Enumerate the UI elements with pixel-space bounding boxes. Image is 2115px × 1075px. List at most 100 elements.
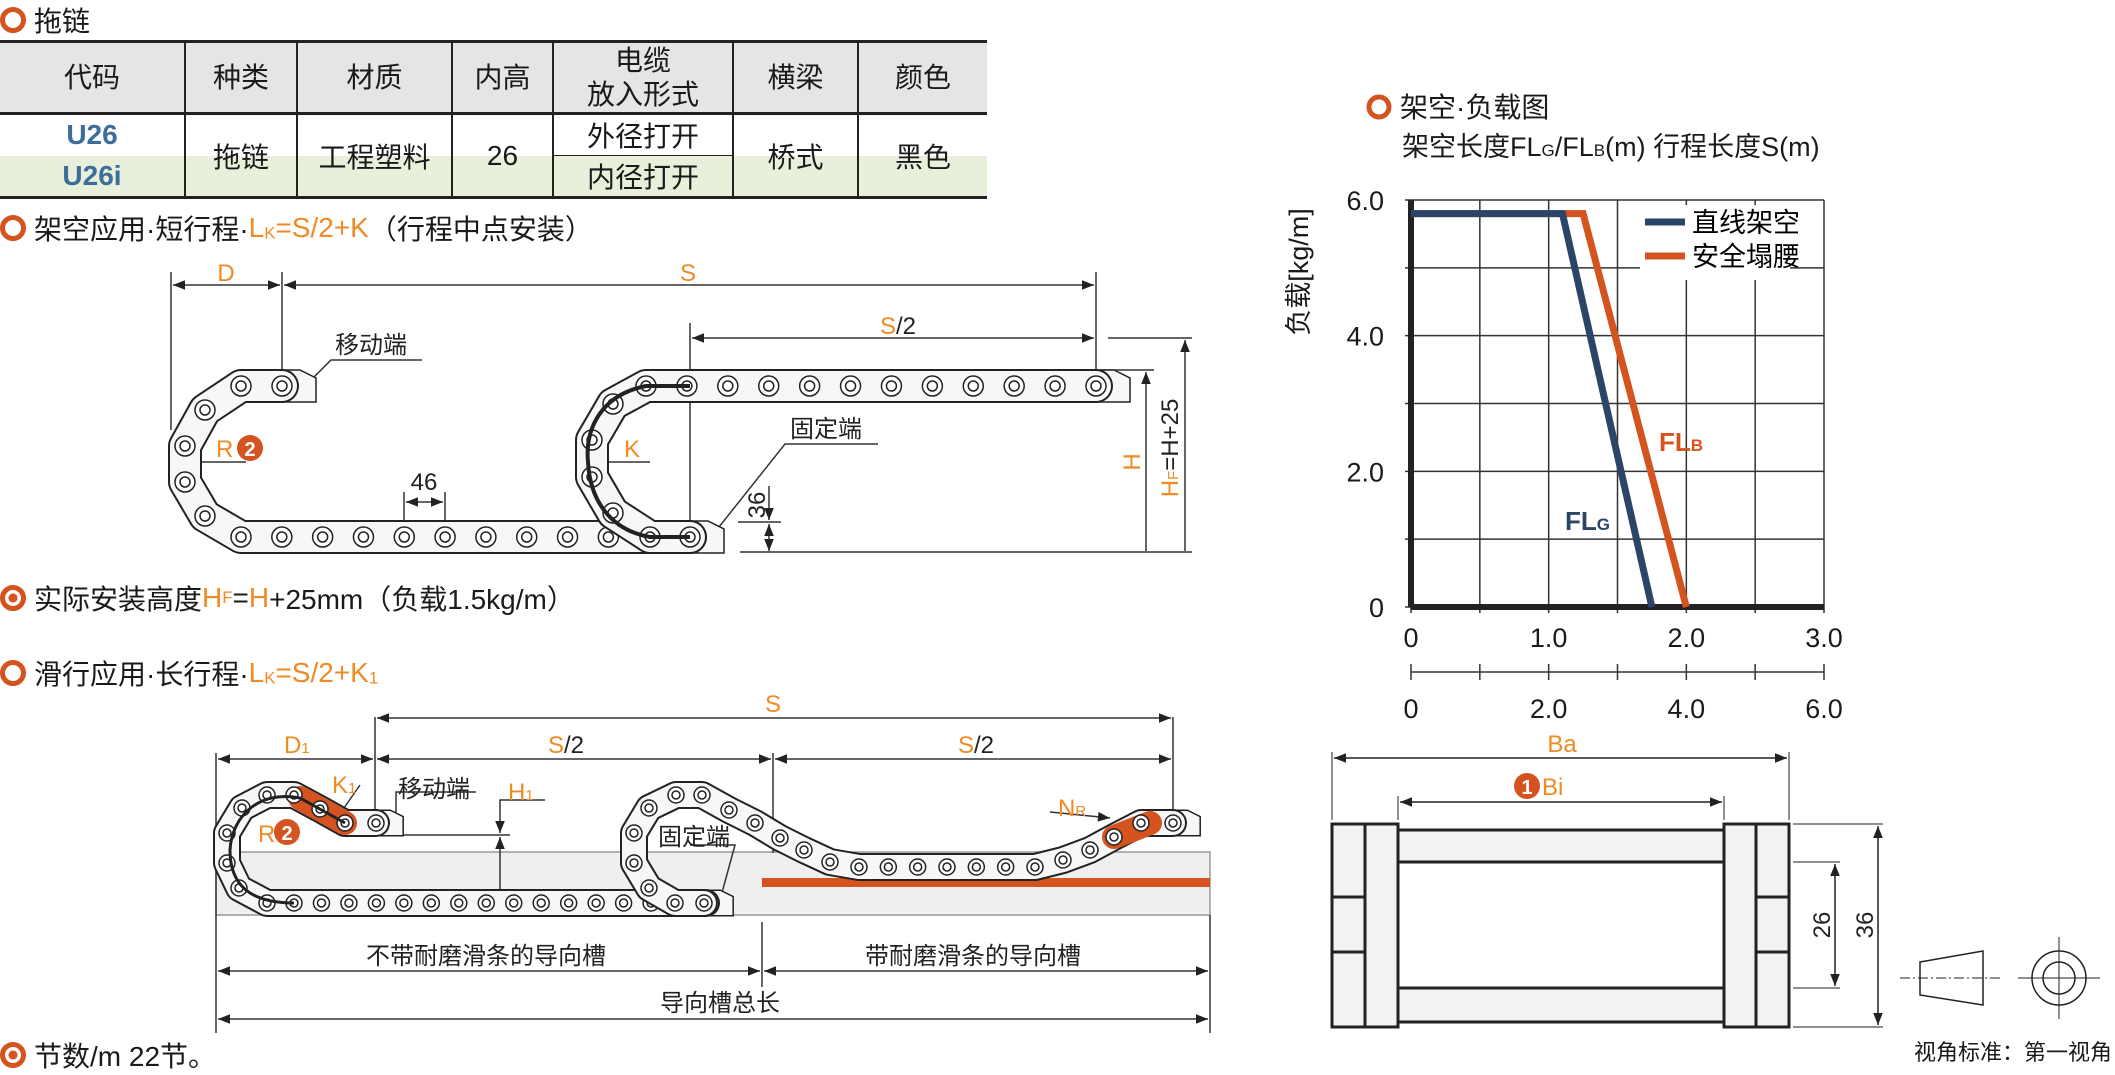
dim-h1-label: H1 xyxy=(508,779,534,806)
dim-h-label: H xyxy=(1119,453,1146,470)
formula: LK=S/2+K xyxy=(249,212,369,244)
d1-main: D xyxy=(284,732,301,759)
moving-end-label: 移动端 xyxy=(398,776,470,803)
chain-link-hole xyxy=(618,898,629,908)
x-tick-label: 3.0 xyxy=(1805,623,1843,653)
chain-link-hole xyxy=(1000,862,1011,872)
formula-sub2: 1 xyxy=(368,668,379,688)
secondary-tick-label: 4.0 xyxy=(1668,694,1706,724)
spec-table: 代码 种类 材质 内高 电缆放入形式 横梁 颜色 U26 拖链 工程塑料 26 … xyxy=(0,40,987,199)
type-cell: 拖链 xyxy=(184,113,297,198)
chain-link-hole xyxy=(775,833,785,843)
bend-radius-label: R xyxy=(216,436,233,463)
hf-h: H xyxy=(1157,480,1184,497)
long-travel-chain xyxy=(213,781,1201,917)
x-tick-label: 0 xyxy=(1403,623,1418,653)
chain-link-hole xyxy=(399,898,409,908)
series-label-flb: FLB xyxy=(1659,427,1703,457)
flb-sub: B xyxy=(1691,436,1703,455)
secondary-tick-label: 0 xyxy=(1403,694,1418,724)
section-bullet-icon xyxy=(1366,94,1392,120)
inner-height-cell: 26 xyxy=(451,113,553,198)
chain-link-hole xyxy=(439,531,451,543)
note-prefix: 实际安装高度 xyxy=(34,584,203,615)
chain-link-hole xyxy=(235,380,247,392)
chain-link-hole xyxy=(520,531,533,543)
chain-link-hole xyxy=(235,531,247,543)
code-cell[interactable]: U26 xyxy=(66,119,118,151)
bullet-dot-icon xyxy=(0,1042,26,1068)
note-text: 节数/m 22节。 xyxy=(34,1041,217,1072)
badge-2-text: 2 xyxy=(244,439,255,461)
chain-link-hole xyxy=(276,380,288,392)
chart-title: 架空·负载图 xyxy=(1400,92,1549,123)
section-title-short-travel: 架空应用·短行程· LK=S/2+K （行程中点安装） xyxy=(0,208,593,248)
chain-link-hole xyxy=(561,531,574,543)
wear-strip xyxy=(762,878,1210,887)
nr-main: N xyxy=(1058,795,1075,822)
hf-rest: =H+25 xyxy=(1157,399,1184,471)
chain-link-hole xyxy=(942,862,952,872)
cable-entry-cell: 外径打开 xyxy=(552,113,733,156)
chain-link-hole xyxy=(724,805,734,815)
title-text: 架空应用·短行程· xyxy=(34,214,249,245)
chain-link-hole xyxy=(799,845,809,855)
dim-k-label: K xyxy=(624,436,640,463)
chain-link-hole xyxy=(222,828,232,838)
chart-subtitle: 架空长度FLG/FLB(m) 行程长度S(m) xyxy=(1402,132,1820,162)
chain-link-hole xyxy=(1049,380,1061,392)
chain-link-hole xyxy=(454,898,464,908)
badge-2-text: 2 xyxy=(281,823,292,845)
chain-link-hole xyxy=(237,803,247,813)
chain-link-hole xyxy=(803,380,816,392)
note-hf: H xyxy=(202,582,223,613)
chart-header: 架空·负载图 架空长度FLG/FLB(m) 行程长度S(m) xyxy=(1366,92,1820,162)
chain-link-hole xyxy=(316,898,327,908)
bend-radius-label: R xyxy=(258,821,275,848)
chain-link-hole xyxy=(398,531,411,543)
chain-link-hole xyxy=(199,510,211,522)
material-cell: 工程塑料 xyxy=(296,113,452,198)
y-tick-label: 2.0 xyxy=(1346,457,1384,487)
k1-main: K xyxy=(332,772,348,799)
chain-link-hole xyxy=(536,898,546,908)
code-cell[interactable]: U26i xyxy=(62,159,122,191)
subtitle-sub: B xyxy=(1594,141,1605,160)
hf-sub: F xyxy=(1165,471,1182,480)
chain-link-hole xyxy=(179,440,191,452)
header-inner-height: 内高 xyxy=(451,41,553,114)
chain-body xyxy=(577,371,1111,552)
table-row: U26 拖链 工程塑料 26 外径打开 桥式 黑色 xyxy=(0,113,987,198)
dim-k1-label: K1 xyxy=(332,772,356,799)
formula-l: L xyxy=(248,212,265,243)
dim-s2-suffix: /2 xyxy=(896,313,916,340)
dim-hf-label: HF=H+25 xyxy=(1157,399,1184,498)
header-cable-line1: 电缆 xyxy=(614,44,671,76)
chain-link-hole xyxy=(844,380,857,392)
chain-link-hole xyxy=(629,828,639,838)
chain-link-hole xyxy=(825,857,835,867)
chain-link-hole xyxy=(480,531,492,543)
long-travel-labels: S D1 S/2 S/2 K1 移动端 H1 固定端 NR R 2 不带耐磨滑条… xyxy=(258,691,1086,1017)
outer-width-label: Ba xyxy=(1547,731,1577,758)
outer-height-label: 36 xyxy=(1852,912,1879,939)
short-travel-chain xyxy=(168,369,1131,554)
chain-link-hole xyxy=(750,818,760,828)
flg-sub: G xyxy=(1597,515,1610,534)
chain-link-hole xyxy=(1030,862,1040,872)
fixed-end-label: 固定端 xyxy=(790,416,862,443)
chain-link-hole xyxy=(481,898,492,908)
total-length-label: 导向槽总长 xyxy=(660,990,780,1017)
section-bullet-icon xyxy=(0,7,26,33)
subtitle-sub: G xyxy=(1542,141,1555,160)
section-title-text: 拖链 xyxy=(34,6,91,37)
badge-1-text: 1 xyxy=(1521,777,1532,799)
secondary-tick-label: 2.0 xyxy=(1530,694,1568,724)
chain-link-hole xyxy=(1090,380,1102,392)
pitch-label: 46 xyxy=(411,469,438,496)
inner-width-label: Bi xyxy=(1542,774,1563,801)
fixed-end-label: 固定端 xyxy=(658,824,730,851)
secondary-tick-label: 6.0 xyxy=(1805,694,1843,724)
chain-link-hole xyxy=(199,404,211,416)
